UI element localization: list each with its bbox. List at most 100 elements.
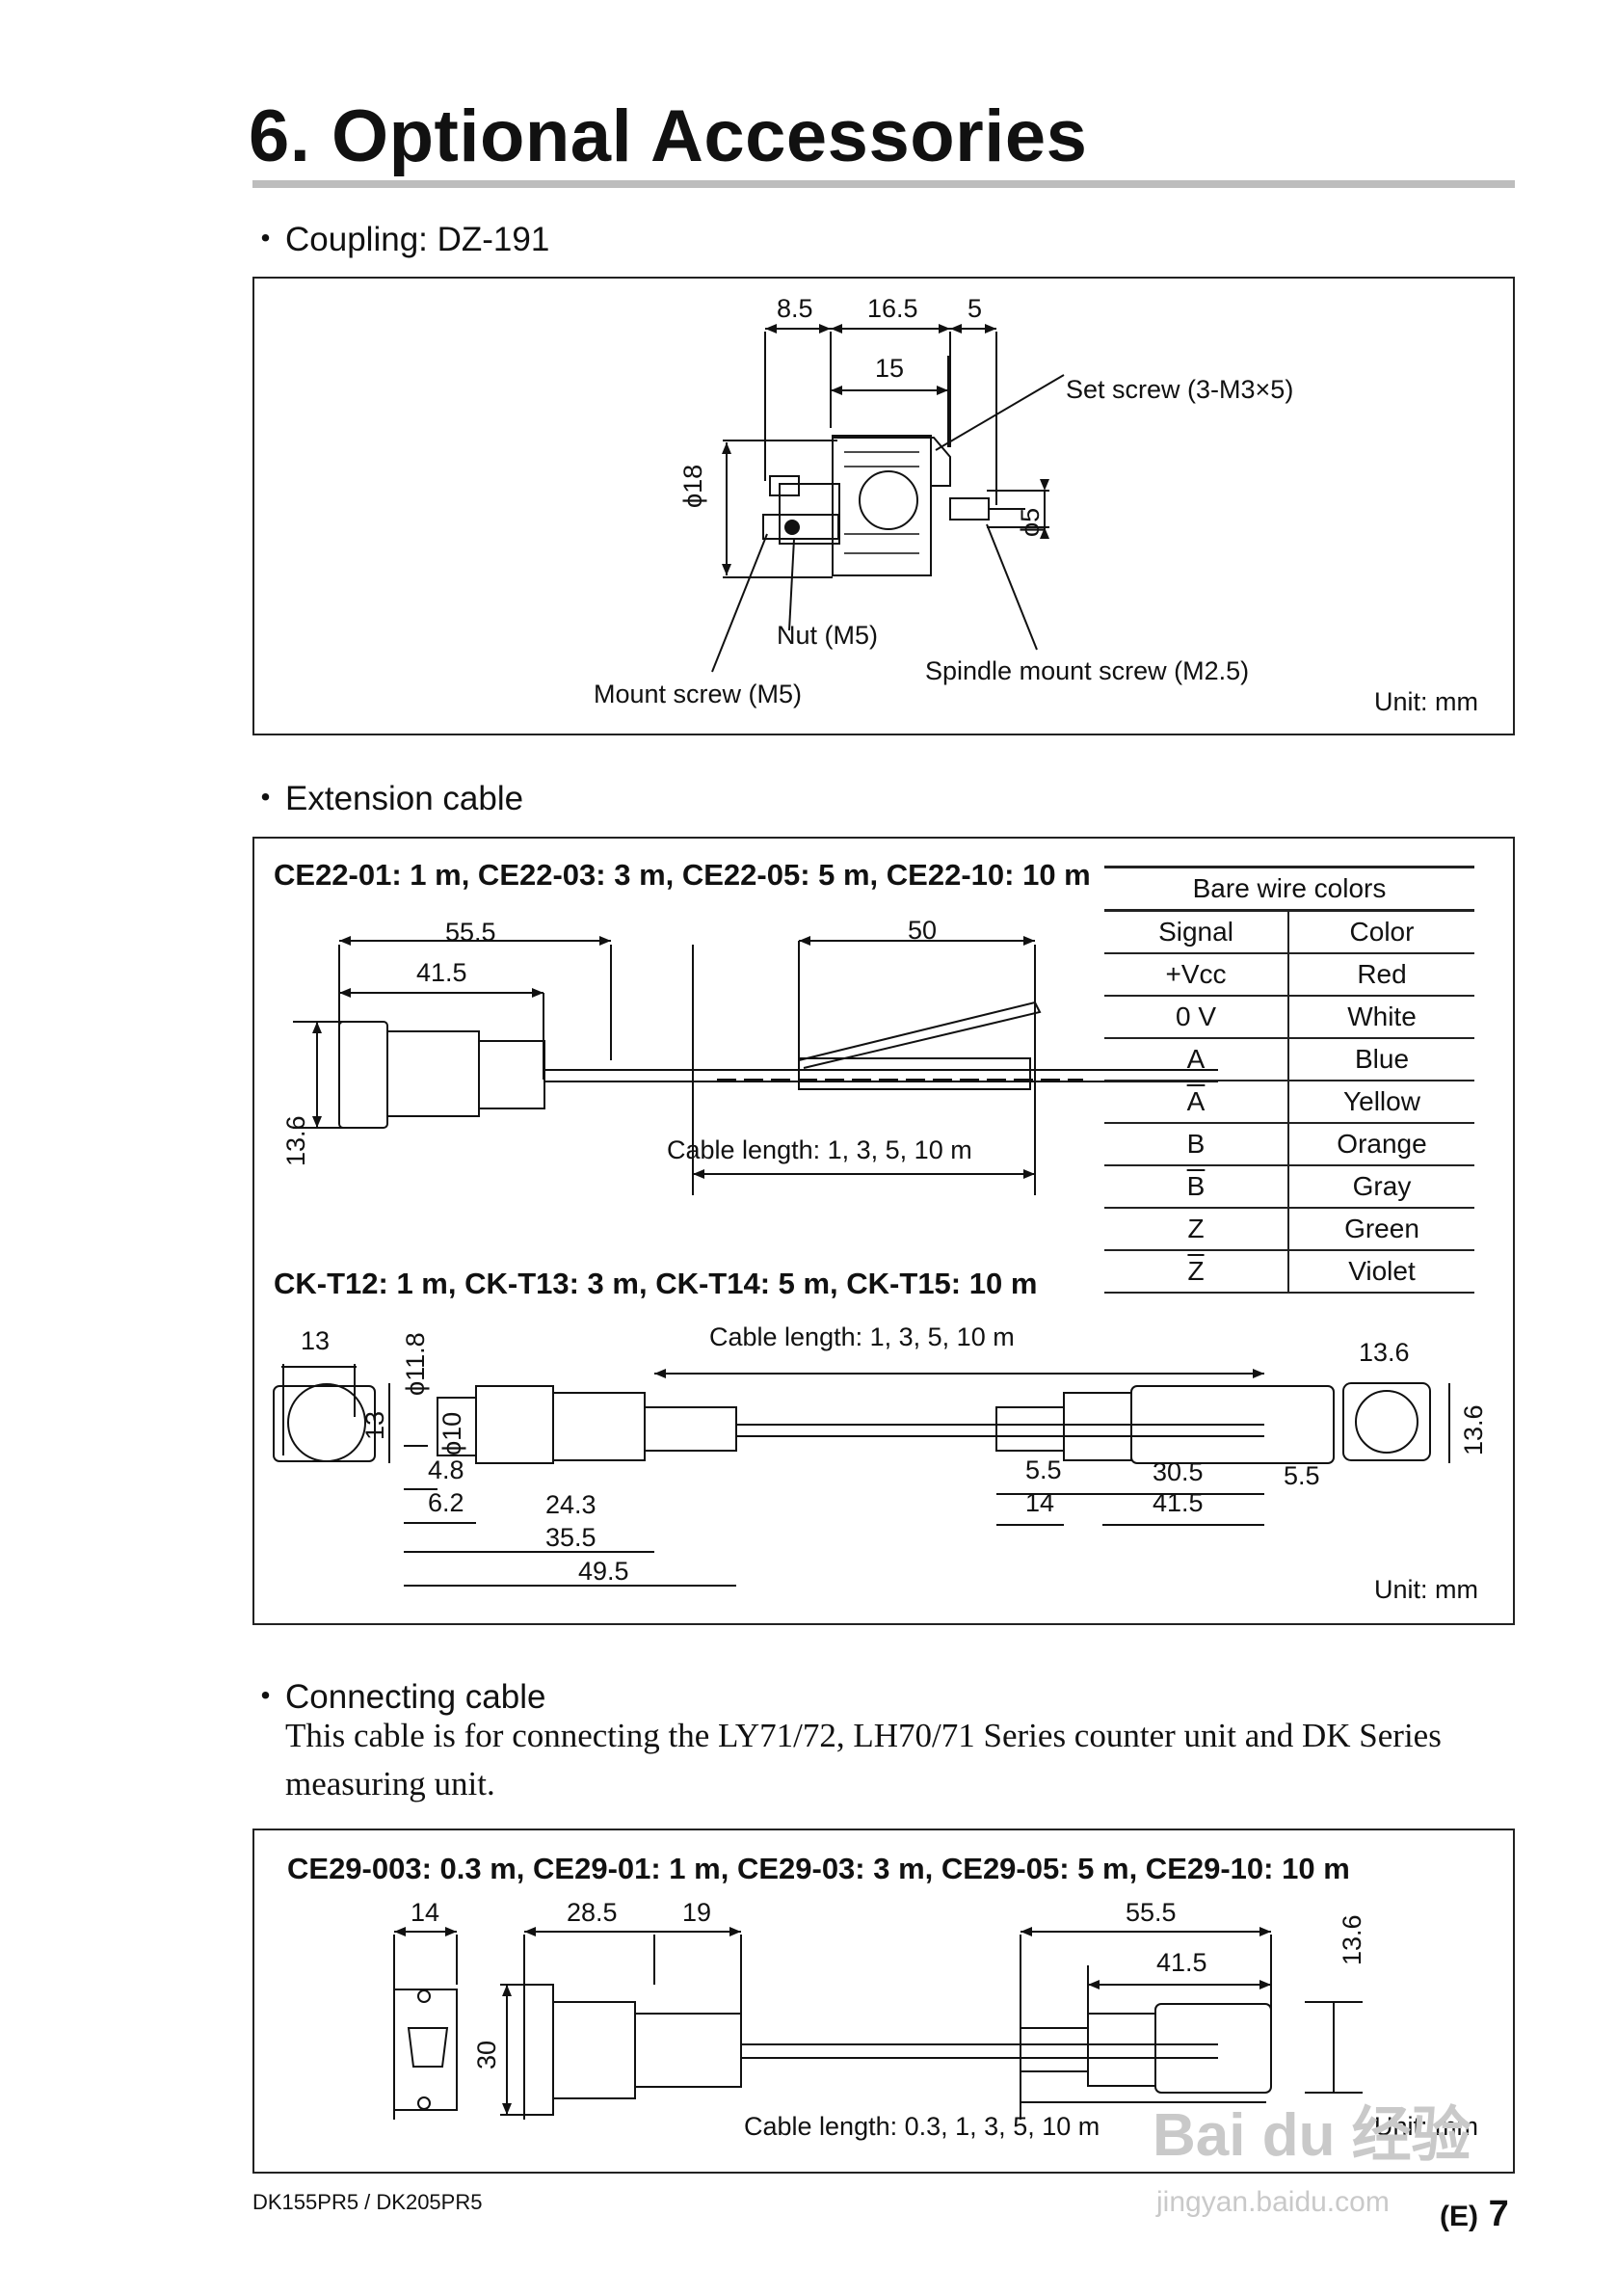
- ckt-dim-phi10: ϕ10: [437, 1411, 466, 1455]
- signal-cell-inverted: A: [1186, 1086, 1206, 1116]
- ce29-dim-41-5: 41.5: [1156, 1948, 1207, 1977]
- footer-model: DK155PR5 / DK205PR5: [252, 2190, 483, 2214]
- unit-label: Unit: mm: [1374, 1575, 1478, 1604]
- title-rule: [252, 180, 1515, 188]
- header-signal: Signal: [1104, 910, 1289, 954]
- ce29-dim-14: 14: [411, 1898, 440, 1927]
- unit-label: Unit: mm: [1374, 2112, 1478, 2141]
- bullet-dot: ・: [249, 1678, 283, 1716]
- dim-5: 5: [968, 294, 983, 323]
- table-row: A Blue: [1104, 1038, 1474, 1081]
- color-cell: Orange: [1288, 1123, 1474, 1166]
- ckt-dim-30-5: 30.5: [1153, 1457, 1204, 1486]
- color-cell: White: [1288, 996, 1474, 1039]
- bare-wire-table: Bare wire colors Signal Color +Vcc Red 0…: [1104, 866, 1474, 1294]
- signal-cell: +Vcc: [1104, 953, 1289, 997]
- ckt-dim-13: 13: [301, 1326, 331, 1355]
- ce29-dim-19: 19: [682, 1898, 712, 1927]
- signal-cell: Z: [1104, 1208, 1289, 1251]
- table-row: A Yellow: [1104, 1081, 1474, 1124]
- signal-cell-inverted: Z: [1187, 1256, 1205, 1286]
- ce22-dim-50: 50: [908, 916, 938, 945]
- color-cell: Violet: [1288, 1250, 1474, 1294]
- extension-drawing: CE22-01: 1 m, CE22-03: 3 m, CE22-05: 5 m…: [252, 837, 1515, 1625]
- ckt-dim-5-5-a: 5.5: [1025, 1455, 1062, 1484]
- ckt-dim-41-5: 41.5: [1153, 1488, 1204, 1517]
- page-number-value: 7: [1488, 2194, 1509, 2234]
- ckt-title: CK-T12: 1 m, CK-T13: 3 m, CK-T14: 5 m, C…: [274, 1267, 1038, 1300]
- watermark-logo: Bai du 经验: [1153, 2102, 1471, 2169]
- bullet-dot: ・: [249, 221, 283, 258]
- extension-figure: [273, 936, 1450, 1587]
- ce22-dim-55-5: 55.5: [445, 918, 496, 947]
- label-set-screw: Set screw (3-M3×5): [1066, 375, 1294, 404]
- ce22-cable-length: Cable length: 1, 3, 5, 10 m: [667, 1135, 972, 1164]
- extension-heading-text: Extension cable: [285, 780, 524, 817]
- table-top-rule: [1104, 866, 1474, 868]
- color-cell: Yellow: [1288, 1081, 1474, 1124]
- watermark-url: jingyan.baidu.com: [1156, 2186, 1390, 2218]
- ce22-title: CE22-01: 1 m, CE22-03: 3 m, CE22-05: 5 m…: [274, 858, 1091, 892]
- table-row: B Orange: [1104, 1123, 1474, 1166]
- header-color: Color: [1288, 910, 1474, 954]
- signal-cell-inverted: B: [1186, 1171, 1206, 1201]
- ce29-dim-13-6: 13.6: [1338, 1914, 1366, 1965]
- table-row: B Gray: [1104, 1165, 1474, 1209]
- signal-cell: A: [1104, 1038, 1289, 1081]
- color-cell: Green: [1288, 1208, 1474, 1251]
- ckt-dim-24-3: 24.3: [545, 1490, 596, 1519]
- ce29-dim-30: 30: [472, 2040, 501, 2069]
- label-mount-screw: Mount screw (M5): [594, 680, 803, 708]
- ckt-dim-35-5: 35.5: [545, 1523, 596, 1552]
- signal-cell: B: [1104, 1123, 1289, 1166]
- signal-cell: 0 V: [1104, 996, 1289, 1039]
- dim-phi5: ϕ5: [1016, 507, 1045, 537]
- label-spindle-screw: Spindle mount screw (M2.5): [925, 656, 1250, 685]
- ckt-dim-phi11-8: ϕ11.8: [401, 1332, 430, 1396]
- connecting-heading: ・Connecting cable: [249, 1669, 545, 1719]
- ckt-cable-length: Cable length: 1, 3, 5, 10 m: [709, 1322, 1015, 1351]
- ce22-dim-13-6: 13.6: [281, 1115, 310, 1166]
- connecting-description: This cable is for connecting the LY71/72…: [285, 1717, 1442, 1802]
- coupling-heading-text: Coupling: DZ-191: [285, 221, 550, 258]
- coupling-figure: [711, 324, 1065, 673]
- ce29-dim-28-5: 28.5: [567, 1898, 618, 1927]
- color-cell: Gray: [1288, 1165, 1474, 1209]
- label-nut: Nut (M5): [777, 621, 879, 650]
- wire-colors-table: Bare wire colors Signal Color +Vcc Red 0…: [1104, 868, 1474, 1294]
- color-cell: Red: [1288, 953, 1474, 997]
- table-row: Z Green: [1104, 1208, 1474, 1251]
- dim-16-5: 16.5: [867, 294, 918, 323]
- ce29-title: CE29-003: 0.3 m, CE29-01: 1 m, CE29-03: …: [287, 1852, 1350, 1885]
- connecting-heading-text: Connecting cable: [285, 1678, 546, 1716]
- table-row: Z Violet: [1104, 1250, 1474, 1294]
- page-title: 6. Optional Accessories: [249, 95, 1088, 177]
- dim-8-5: 8.5: [777, 294, 813, 323]
- unit-label: Unit: mm: [1374, 687, 1478, 716]
- ckt-dim-6-2: 6.2: [428, 1488, 464, 1517]
- color-cell: Blue: [1288, 1038, 1474, 1081]
- ce29-dim-55-5: 55.5: [1126, 1898, 1177, 1927]
- ckt-dim-4-8: 4.8: [428, 1455, 464, 1484]
- connecting-drawing: CE29-003: 0.3 m, CE29-01: 1 m, CE29-03: …: [252, 1829, 1515, 2174]
- ckt-dim-14: 14: [1025, 1488, 1055, 1517]
- ckt-dim-5-5-b: 5.5: [1284, 1461, 1320, 1490]
- connecting-figure: [393, 1927, 1363, 2120]
- bullet-dot: ・: [249, 780, 283, 817]
- ckt-dim-49-5: 49.5: [578, 1557, 629, 1586]
- dim-phi18: ϕ18: [678, 464, 707, 508]
- ce22-dim-41-5: 41.5: [416, 958, 467, 987]
- dim-15: 15: [875, 354, 905, 383]
- page-prefix: (E): [1440, 2201, 1478, 2232]
- page-number: (E) 7: [1440, 2194, 1509, 2235]
- ckt-dim-13-6-w: 13.6: [1359, 1338, 1410, 1367]
- coupling-heading: ・Coupling: DZ-191: [249, 212, 549, 261]
- table-row: +Vcc Red: [1104, 953, 1474, 997]
- table-row: 0 V White: [1104, 996, 1474, 1039]
- coupling-drawing: 8.5 16.5 5 15 ϕ18 ϕ5 Set screw (3-M3×5) …: [252, 277, 1515, 735]
- ckt-dim-13-h: 13: [360, 1410, 389, 1440]
- table-caption: Bare wire colors: [1104, 868, 1474, 912]
- ckt-dim-13-6-h: 13.6: [1459, 1404, 1488, 1455]
- extension-heading: ・Extension cable: [249, 771, 523, 820]
- ce29-cable-length: Cable length: 0.3, 1, 3, 5, 10 m: [744, 2112, 1100, 2141]
